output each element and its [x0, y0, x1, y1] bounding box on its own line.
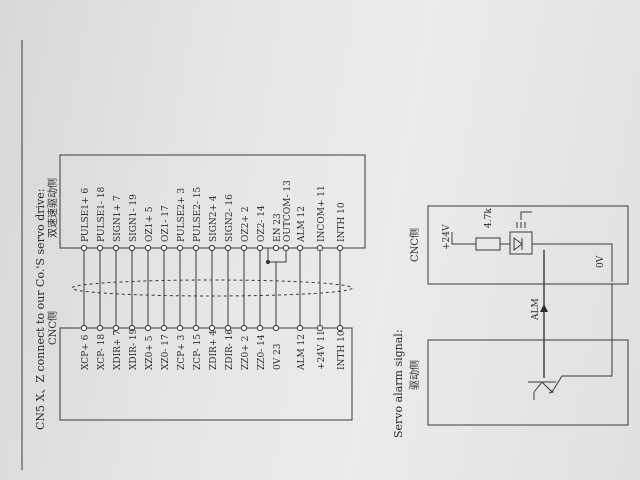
drive-pin-terminal — [176, 244, 184, 252]
en-wire — [267, 248, 276, 263]
drive-pin-terminal — [112, 244, 120, 252]
cnc-pin-terminal — [80, 324, 88, 332]
cnc-pin-terminal — [296, 324, 304, 332]
cnc-pin-label: ZDIR+ 4 — [209, 330, 219, 370]
drive-pin-terminal — [282, 244, 290, 252]
drive-pin-terminal — [336, 244, 344, 252]
diagram-title-cn: 双速速驱动侧 — [46, 178, 59, 238]
drive-pin-terminal — [224, 244, 232, 252]
cnc-pin-label: XCP+ 6 — [81, 334, 91, 370]
drive-pin-terminal — [208, 244, 216, 252]
resistor-label: 4.7k — [484, 208, 494, 228]
cnc-pin-label: ALM 12 — [297, 334, 307, 371]
drive-pin-label: OZ2+ 2 — [241, 207, 251, 243]
plus24v-wire — [451, 232, 476, 245]
drive-pin-terminal — [272, 244, 280, 252]
drive-pin-label: EN 23 — [273, 213, 283, 242]
drive-pin-terminal — [192, 244, 200, 252]
drive-side-label: 驱动侧 — [408, 360, 421, 390]
cnc-pin-terminal — [336, 324, 344, 332]
cnc-pin-terminal — [112, 324, 120, 332]
cnc-pin-label: XZ0- 17 — [161, 334, 171, 370]
drive-pin-label: INTH 10 — [337, 202, 347, 242]
drive-pin-label: PULSE2- 15 — [193, 186, 203, 242]
transistor-icon — [528, 284, 613, 400]
opto-emit-lines — [516, 222, 526, 228]
cnc-alarm-box — [427, 205, 629, 285]
drive-pin-label: SIGN1+ 7 — [113, 195, 123, 242]
drive-pin-terminal — [80, 244, 88, 252]
cnc-side-label-2: CNC侧 — [408, 228, 421, 262]
cnc-pin-label: 0V 23 — [273, 343, 283, 370]
cnc-pin-terminal — [316, 324, 324, 332]
cable-bundle-ellipse — [71, 279, 353, 297]
drive-pin-terminal — [128, 244, 136, 252]
cnc-pin-terminal — [272, 324, 280, 332]
cnc-connector-box — [59, 327, 353, 421]
en-outcom-jumper — [275, 248, 287, 328]
cnc-pin-terminal — [192, 324, 200, 332]
cnc-pin-terminal — [224, 324, 232, 332]
cnc-pin-terminal — [208, 324, 216, 332]
drive-pin-label: OZ1+ 5 — [145, 206, 155, 242]
optocoupler — [509, 231, 533, 255]
resistor-4-7k — [475, 237, 501, 251]
cnc-pin-label: XDIR- 19 — [129, 328, 139, 370]
cnc-pin-label: +24V 11 — [317, 330, 327, 370]
drive-pin-label: PULSE1+ 6 — [81, 188, 91, 242]
cnc-pin-label: ZCP- 15 — [193, 334, 203, 370]
cnc-pin-label: ZDIR- 16 — [225, 329, 235, 370]
cnc-pin-label: ZZ0- 14 — [257, 334, 267, 370]
opto-top-wire — [520, 211, 532, 220]
drive-pin-label: SIGN1- 19 — [129, 194, 139, 242]
drive-pin-terminal — [96, 244, 104, 252]
zero-v-label: 0V — [596, 255, 606, 268]
drive-pin-label: SIGN2+ 4 — [209, 195, 219, 242]
drive-pin-terminal — [144, 244, 152, 252]
drive-pin-label: OUTCOM- 13 — [283, 180, 293, 242]
cnc-pin-label: INTH 10 — [337, 330, 347, 370]
cnc-pin-terminal — [144, 324, 152, 332]
opto-to-0v-wire — [532, 243, 613, 282]
drive-pin-label: INCOM+ 11 — [317, 185, 327, 242]
drive-pin-terminal — [160, 244, 168, 252]
diagram-title: CN5 X、Z connect to our Co.'S servo drive… — [34, 189, 47, 430]
cnc-pin-terminal — [128, 324, 136, 332]
drive-pin-terminal — [316, 244, 324, 252]
cnc-pin-terminal — [240, 324, 248, 332]
opto-diode-icon — [513, 237, 523, 251]
cnc-pin-terminal — [256, 324, 264, 332]
alm-arrow-icon — [540, 304, 548, 312]
drive-pin-label: OZ1- 17 — [161, 205, 171, 242]
drive-pin-terminal — [296, 244, 304, 252]
drive-alarm-box — [427, 339, 629, 426]
cnc-pin-terminal — [160, 324, 168, 332]
drive-pin-terminal — [240, 244, 248, 252]
cnc-side-label: CNC侧 — [46, 311, 59, 345]
cnc-pin-terminal — [176, 324, 184, 332]
cnc-pin-terminal — [96, 324, 104, 332]
pin-group: XCP+ 6 XCP- 18 XDIR+ 7 XDIR- 19 XZ0+ 5 XZ0- 1… — [80, 180, 347, 371]
cnc-pin-label: ZCP+ 3 — [177, 334, 187, 370]
drive-pin-label: OZ2- 14 — [257, 205, 267, 242]
drive-pin-label: PULSE2+ 3 — [177, 188, 187, 242]
cnc-pin-label: ZZ0+ 2 — [241, 336, 251, 370]
drive-pin-label: ALM 12 — [297, 206, 307, 243]
drive-pin-label: PULSE1- 18 — [97, 186, 107, 242]
plus24v-label: +24V — [442, 224, 452, 250]
alm-label: ALM — [531, 298, 541, 321]
cnc-pin-label: XZ0+ 5 — [145, 335, 155, 370]
drive-pin-label: SIGN2- 16 — [225, 194, 235, 242]
drive-pin-terminal — [256, 244, 264, 252]
alarm-title: Servo alarm signal: — [392, 329, 405, 438]
cnc-pin-label: XDIR+ 7 — [113, 330, 123, 370]
cnc-pin-label: XCP- 18 — [97, 334, 107, 370]
